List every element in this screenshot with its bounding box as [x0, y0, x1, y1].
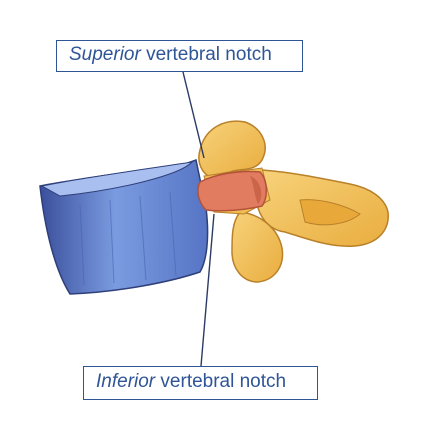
- pedicle-shading: [250, 176, 262, 204]
- superior-label-italic: Superior: [69, 44, 141, 65]
- inferior-vertebral-notch-label: Inferior vertebral notch: [83, 366, 318, 400]
- superior-label-rest: vertebral notch: [140, 44, 272, 65]
- inferior-pointer-line: [200, 213, 215, 367]
- superior-vertebral-notch-label: Superior vertebral notch: [56, 40, 303, 72]
- inferior-articular-process: [231, 211, 284, 283]
- superior-pointer-line: [182, 71, 205, 159]
- inferior-label-rest: vertebral notch: [155, 371, 287, 392]
- vertebral-body-lines: [79, 191, 177, 286]
- pedicle: [197, 170, 267, 212]
- spinous-process-detail: [299, 199, 361, 226]
- superior-articular-process: [198, 120, 266, 177]
- inferior-label-italic: Inferior: [96, 371, 156, 392]
- vertebral-body-top: [40, 161, 194, 197]
